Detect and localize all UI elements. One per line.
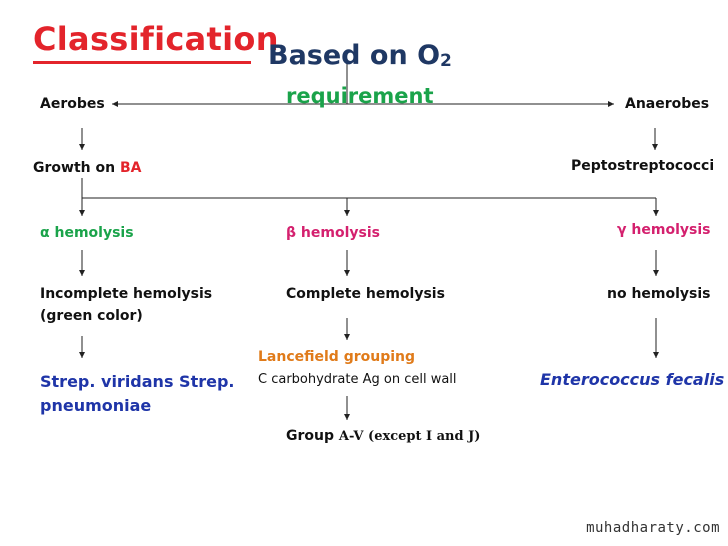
- alpha-example-line2: pneumoniae: [40, 396, 152, 415]
- slide-title: Classification: [33, 20, 279, 58]
- gamma-desc: no hemolysis: [607, 286, 711, 302]
- beta-hemolysis-label: β hemolysis: [286, 225, 380, 241]
- group-range-label: Group A-V (except I and J): [286, 428, 480, 444]
- alpha-desc-line1: Incomplete hemolysis: [40, 286, 213, 302]
- group-prefix: Group: [286, 428, 339, 444]
- beta-desc: Complete hemolysis: [286, 286, 445, 302]
- aerobes-label: Aerobes: [40, 96, 105, 112]
- group-range-value: A-V (except I and J): [338, 429, 481, 444]
- lancefield-grouping-label: Lancefield grouping: [258, 349, 416, 365]
- watermark-text: muhadharaty.com: [586, 520, 720, 536]
- growth-prefix: Growth on: [33, 160, 120, 176]
- alpha-hemolysis-label: α hemolysis: [40, 225, 134, 241]
- title-underline: [33, 61, 251, 64]
- growth-on-ba-label: Growth on BA: [33, 160, 141, 176]
- gamma-hemolysis-label: γ hemolysis: [617, 222, 711, 238]
- blood-agar-label: BA: [119, 160, 142, 176]
- peptostreptococci-label: Peptostreptococci: [571, 158, 715, 174]
- anaerobes-label: Anaerobes: [625, 96, 710, 112]
- alpha-example-line1: Strep. viridans Strep.: [40, 372, 235, 391]
- based-on-heading: Based on O2: [268, 40, 452, 71]
- gamma-example: Enterococcus fecalis: [540, 370, 725, 389]
- o2-subscript: 2: [440, 51, 452, 71]
- requirement-heading: requirement: [286, 84, 434, 108]
- alpha-desc-line2: (green color): [40, 308, 143, 324]
- based-on-text: Based on O: [268, 40, 441, 71]
- lancefield-desc: C carbohydrate Ag on cell wall: [258, 372, 457, 387]
